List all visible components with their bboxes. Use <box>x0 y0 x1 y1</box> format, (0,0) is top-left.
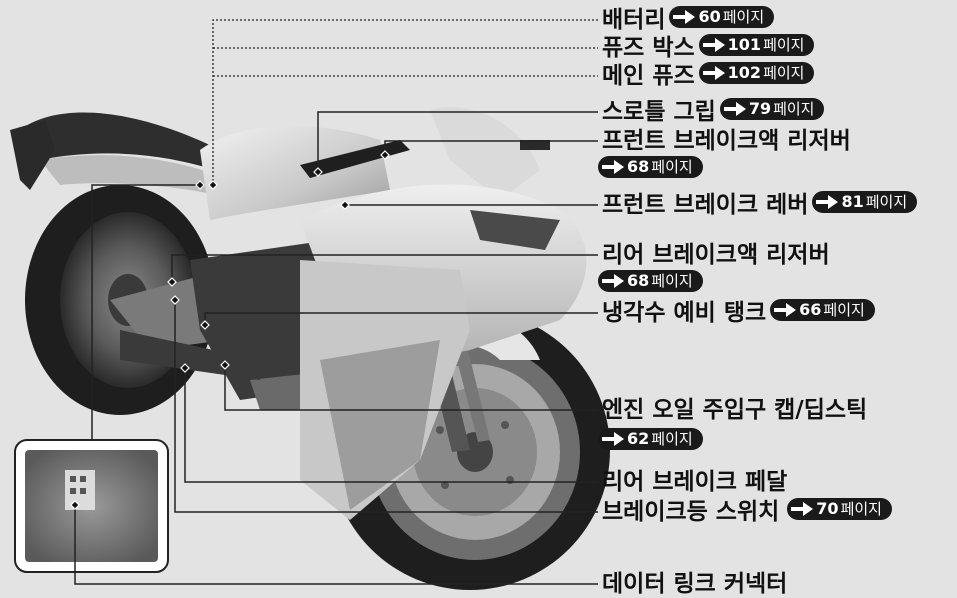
label-text: 데이터 링크 커넥터 <box>602 571 788 597</box>
label-text: 냉각수 예비 탱크 <box>602 300 767 326</box>
label-rear-brake-reservoir: 리어 브레이크액 리저버 <box>602 241 830 269</box>
label-text: 퓨즈 박스 <box>602 35 695 61</box>
inset-detail <box>14 439 169 573</box>
label-text: 브레이크등 스위치 <box>602 499 780 525</box>
label-text: 메인 퓨즈 <box>602 63 695 89</box>
label-text: 리어 브레이크 페달 <box>602 469 788 495</box>
label-text: 엔진 오일 주입구 캡/딥스틱 <box>602 397 868 423</box>
arrow-right-icon <box>791 502 814 516</box>
arrow-right-icon <box>774 303 797 317</box>
arrow-right-icon <box>702 38 725 52</box>
label-text: 리어 브레이크액 리저버 <box>602 242 830 268</box>
arrow-right-icon <box>723 102 746 116</box>
arrow-right-icon <box>673 10 696 24</box>
arrow-right-icon <box>602 432 624 446</box>
arrow-right-icon <box>816 195 839 209</box>
arrow-right-icon <box>602 274 624 288</box>
label-text: 프런트 브레이크 레버 <box>602 192 809 218</box>
label-text: 프런트 브레이크액 리저버 <box>602 128 851 154</box>
label-rear-brake-pedal: 리어 브레이크 페달 <box>602 468 787 496</box>
arrow-right-icon <box>702 66 725 80</box>
label-text: 스로틀 그립 <box>602 99 716 125</box>
label-text: 배터리 <box>602 7 666 33</box>
label-data-link-connector: 데이터 링크 커넥터 <box>602 570 787 598</box>
label-front-brake-reservoir: 프런트 브레이크액 리저버 <box>602 127 851 155</box>
arrow-right-icon <box>602 160 624 174</box>
label-oil-filler-cap-dipstick: 엔진 오일 주입구 캡/딥스틱 <box>602 396 867 424</box>
